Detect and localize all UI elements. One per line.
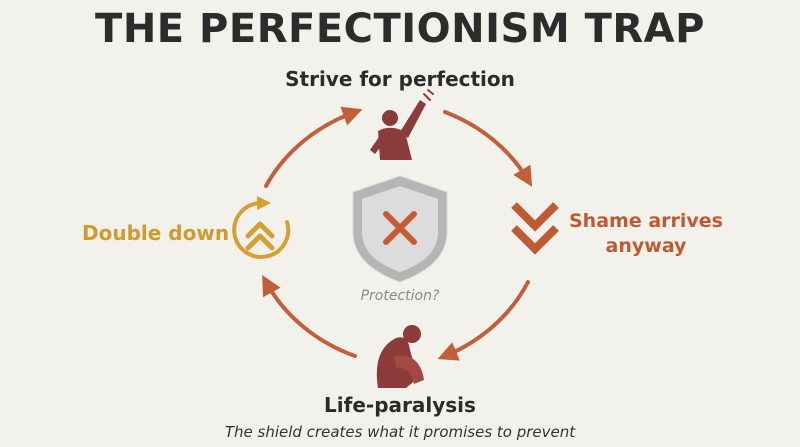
node-shame-label: Shame arrives anyway — [569, 210, 723, 257]
node-paralysis-label: Life-paralysis — [324, 393, 476, 417]
raised-arm-figure-icon — [370, 89, 434, 160]
arrow-bottom-to-left — [262, 274, 357, 358]
arrow-top-to-right — [443, 110, 533, 187]
shield-x-icon — [352, 175, 448, 283]
node-double-down-label: Double down — [82, 221, 230, 245]
node-strive-label: Strive for perfection — [285, 67, 515, 91]
double-chevron-down-icon — [511, 202, 559, 255]
diagram-caption: The shield creates what it promises to p… — [224, 423, 576, 441]
diagram-title: THE PERFECTIONISM TRAP — [95, 6, 705, 52]
cycle-up-arrows-icon — [232, 196, 291, 259]
arrow-left-to-top — [264, 106, 363, 188]
arrow-right-to-bottom — [437, 280, 530, 361]
center-protection-label: Protection? — [360, 288, 440, 304]
crouching-figure-icon — [376, 325, 424, 388]
